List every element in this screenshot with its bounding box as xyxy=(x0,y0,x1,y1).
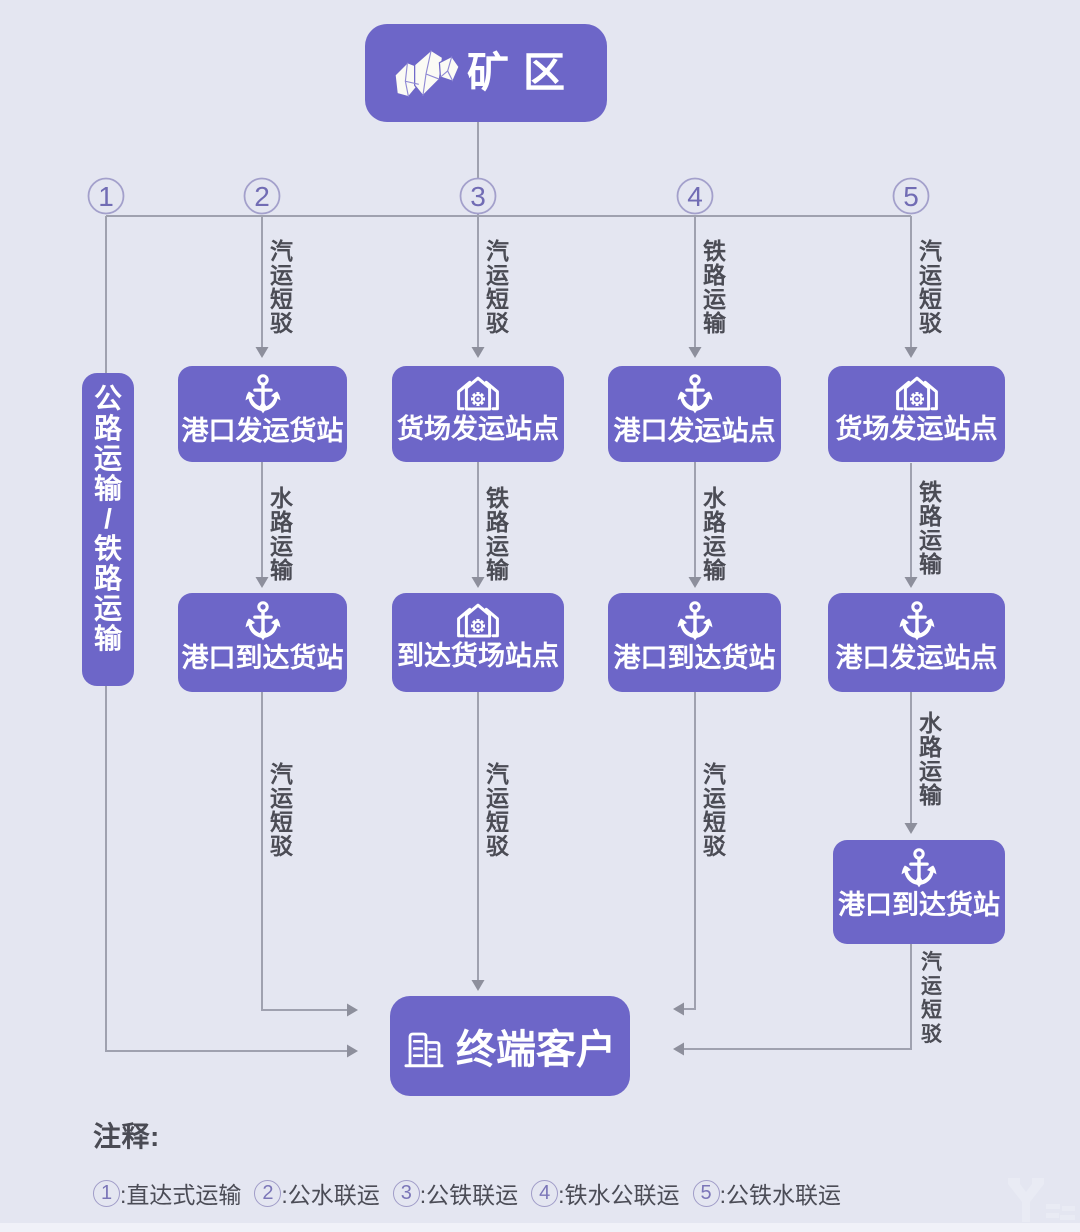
svg-text:3: 3 xyxy=(470,181,486,212)
svg-text:1: 1 xyxy=(98,181,114,212)
svg-text:4: 4 xyxy=(687,181,703,212)
svg-text:2: 2 xyxy=(254,181,270,212)
svg-text:5: 5 xyxy=(903,181,919,212)
